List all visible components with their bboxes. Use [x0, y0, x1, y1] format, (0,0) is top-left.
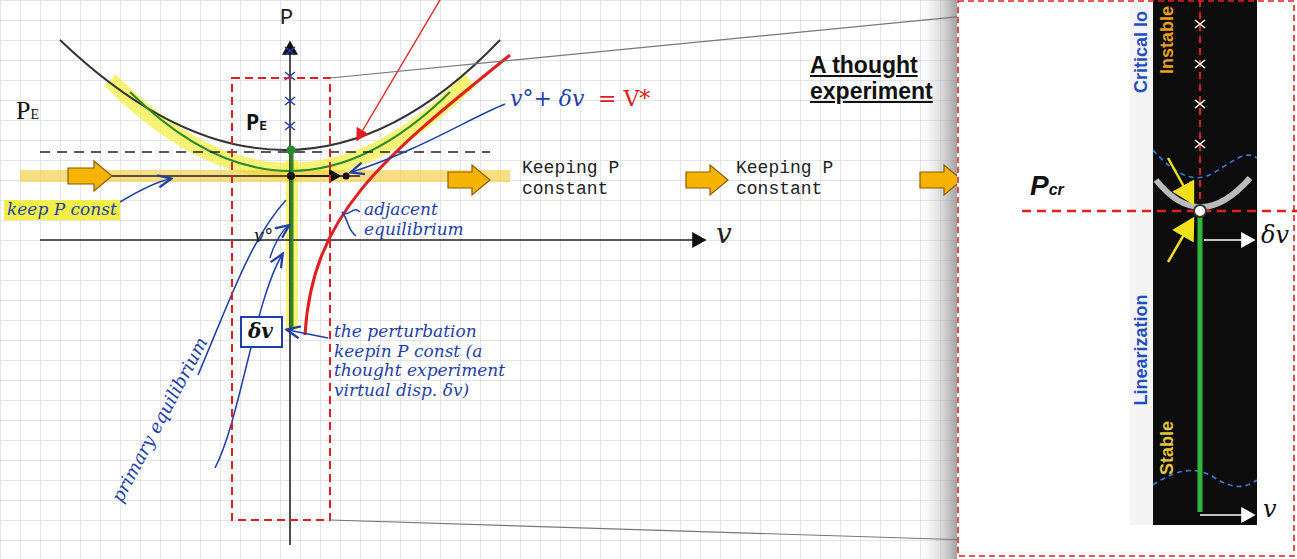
load-label: PE [16, 96, 39, 126]
axis-label: v [1263, 496, 1277, 524]
highlight-note: keep P const [4, 200, 120, 220]
displacement-label: v°+ δv [510, 86, 585, 111]
axis-label: v [716, 218, 732, 250]
heading-note: A thought experiment [810, 52, 960, 105]
displacement-label: v° [254, 226, 273, 247]
region-label: Critical lo [1131, 11, 1152, 93]
critical-load-label: Pcr [1030, 170, 1064, 202]
axis-label: δv [1261, 222, 1289, 250]
annotation-note: the perturbation keepin P const (a thoug… [334, 322, 534, 400]
equation-label: = V* [598, 86, 650, 111]
axis-label: P [280, 6, 293, 31]
region-label: Stable [1157, 421, 1178, 475]
boxed-symbol: δv [240, 316, 283, 348]
region-label: Linearization [1131, 294, 1152, 405]
critical-load-label: PE [246, 110, 267, 135]
step-note: Keeping P constant [522, 158, 634, 199]
curve-label: adjacent equilibrium [364, 200, 474, 239]
symbol-text: δv [248, 319, 273, 343]
region-label: Instable [1157, 6, 1178, 74]
step-note: Keeping P constant [736, 158, 848, 199]
